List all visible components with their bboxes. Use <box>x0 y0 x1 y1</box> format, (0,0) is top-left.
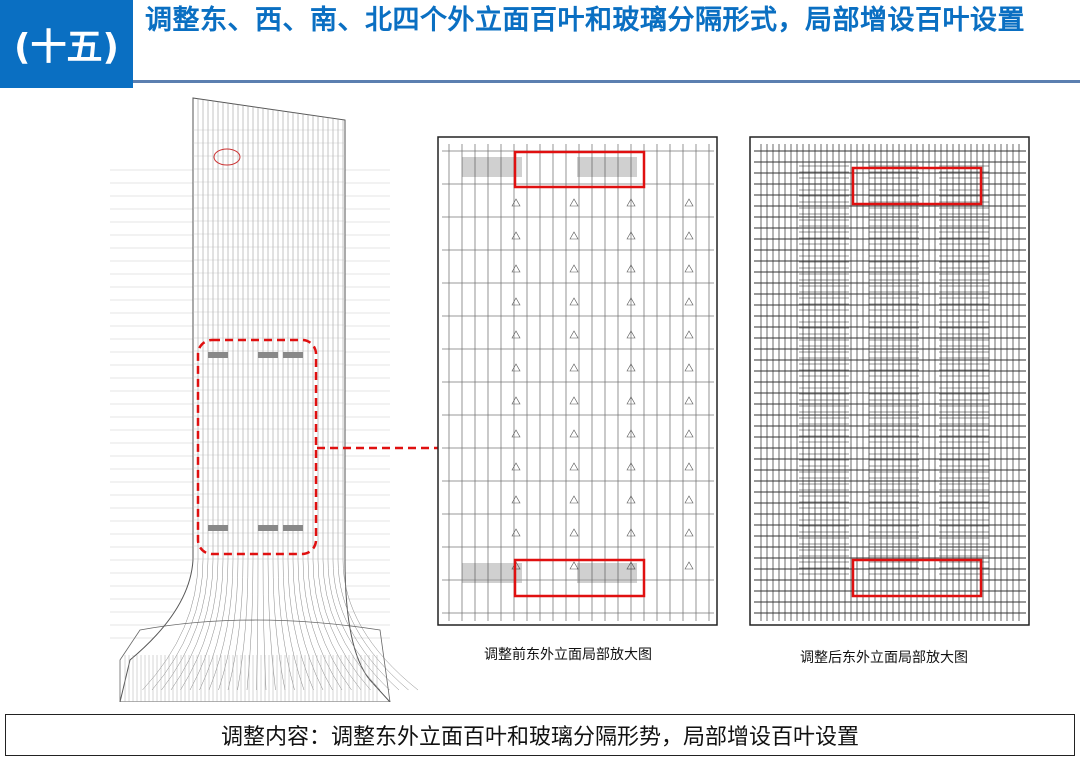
after-detail-drawing <box>749 136 1030 626</box>
marker-icon <box>684 495 694 504</box>
marker-icon <box>511 198 521 207</box>
mullion-line <box>227 105 244 691</box>
marker-icon <box>569 363 579 372</box>
marker-icon <box>684 363 694 372</box>
mullion-line <box>322 116 381 691</box>
marker-icon <box>684 297 694 306</box>
mullion-line <box>342 119 419 691</box>
mullion-line <box>262 107 267 691</box>
louver-band <box>258 352 278 358</box>
marker-icon <box>511 528 521 537</box>
before-detail-drawing <box>437 136 718 626</box>
marker-icon <box>626 528 636 537</box>
mullion-line <box>312 114 362 691</box>
mullion-line <box>246 106 254 691</box>
marker-icon <box>511 330 521 339</box>
marker-icon <box>626 297 636 306</box>
mullion-line <box>272 109 286 691</box>
mullion-line <box>218 104 239 691</box>
mullion-line <box>307 114 352 691</box>
louver-band <box>283 352 303 358</box>
tower-outline <box>119 97 391 702</box>
louver-band <box>208 352 228 358</box>
marker-icon <box>569 429 579 438</box>
marker-icon <box>626 396 636 405</box>
marker-icon <box>569 396 579 405</box>
marker-icon <box>684 429 694 438</box>
marker-icon <box>569 561 579 570</box>
marker-icon <box>626 495 636 504</box>
marker-icon <box>684 561 694 570</box>
panel-frame <box>749 136 1030 626</box>
marker-icon <box>626 231 636 240</box>
summary-box: 调整内容：调整东外立面百叶和玻璃分隔形势，局部增设百叶设置 <box>5 714 1075 756</box>
marker-icon <box>569 330 579 339</box>
slide-title: 调整东、西、南、北四个外立面百叶和玻璃分隔形式，局部增设百叶设置 <box>145 5 1025 36</box>
title-divider <box>133 80 1080 83</box>
mullion-line <box>287 111 314 691</box>
marker-icon <box>626 264 636 273</box>
marker-icon <box>569 528 579 537</box>
after-caption: 调整后东外立面局部放大图 <box>800 650 968 666</box>
marker-icon <box>569 264 579 273</box>
section-number-badge: (十五) <box>0 0 133 88</box>
summary-text: 调整内容：调整东外立面百叶和玻璃分隔形势，局部增设百叶设置 <box>220 725 859 750</box>
mullion-line <box>282 110 305 691</box>
marker-icon <box>511 495 521 504</box>
mullion-line <box>277 109 295 691</box>
mullion-line <box>237 105 249 691</box>
marker-icon <box>569 198 579 207</box>
highlight-box-bottom <box>513 558 646 598</box>
highlight-box-top <box>513 150 646 189</box>
marker-icon <box>511 231 521 240</box>
marker-icon <box>569 297 579 306</box>
louver-band <box>208 525 228 531</box>
mullion-line <box>267 108 276 691</box>
marker-icon <box>569 495 579 504</box>
marker-icon <box>626 462 636 471</box>
marker-icon <box>511 264 521 273</box>
mullion-line <box>199 102 229 691</box>
marker-icon <box>684 462 694 471</box>
louver-band <box>258 525 278 531</box>
mullion-line <box>189 102 224 691</box>
mullion-line <box>292 112 324 691</box>
marker-icon <box>626 363 636 372</box>
tower-elevation-drawing <box>110 97 440 702</box>
mullion-line <box>327 116 390 691</box>
marker-icon <box>626 198 636 207</box>
marker-icon <box>684 231 694 240</box>
marker-icon <box>511 462 521 471</box>
marker-icon <box>626 429 636 438</box>
louver-band <box>283 525 303 531</box>
highlight-box-top <box>851 166 983 206</box>
marker-icon <box>626 330 636 339</box>
marker-icon <box>684 330 694 339</box>
marker-icon <box>684 528 694 537</box>
mullion-line <box>142 98 199 691</box>
highlight-region <box>196 338 318 556</box>
mullion-line <box>337 118 409 691</box>
marker-icon <box>684 264 694 273</box>
marker-icon <box>511 429 521 438</box>
marker-icon <box>511 297 521 306</box>
before-caption: 调整前东外立面局部放大图 <box>484 647 652 663</box>
mullion-line <box>317 115 371 691</box>
marker-icon <box>626 561 636 570</box>
panel-frame <box>437 136 718 626</box>
marker-icon <box>511 363 521 372</box>
mullion-line <box>180 101 219 691</box>
podium-outline <box>119 619 391 702</box>
mullion-line <box>332 117 400 691</box>
marker-icon <box>569 231 579 240</box>
highlight-box-bottom <box>851 558 983 598</box>
seal-stamp <box>213 148 241 166</box>
marker-icon <box>684 396 694 405</box>
marker-icon <box>511 396 521 405</box>
marker-icon <box>684 198 694 207</box>
marker-icon <box>569 462 579 471</box>
mullion-line <box>208 103 234 691</box>
